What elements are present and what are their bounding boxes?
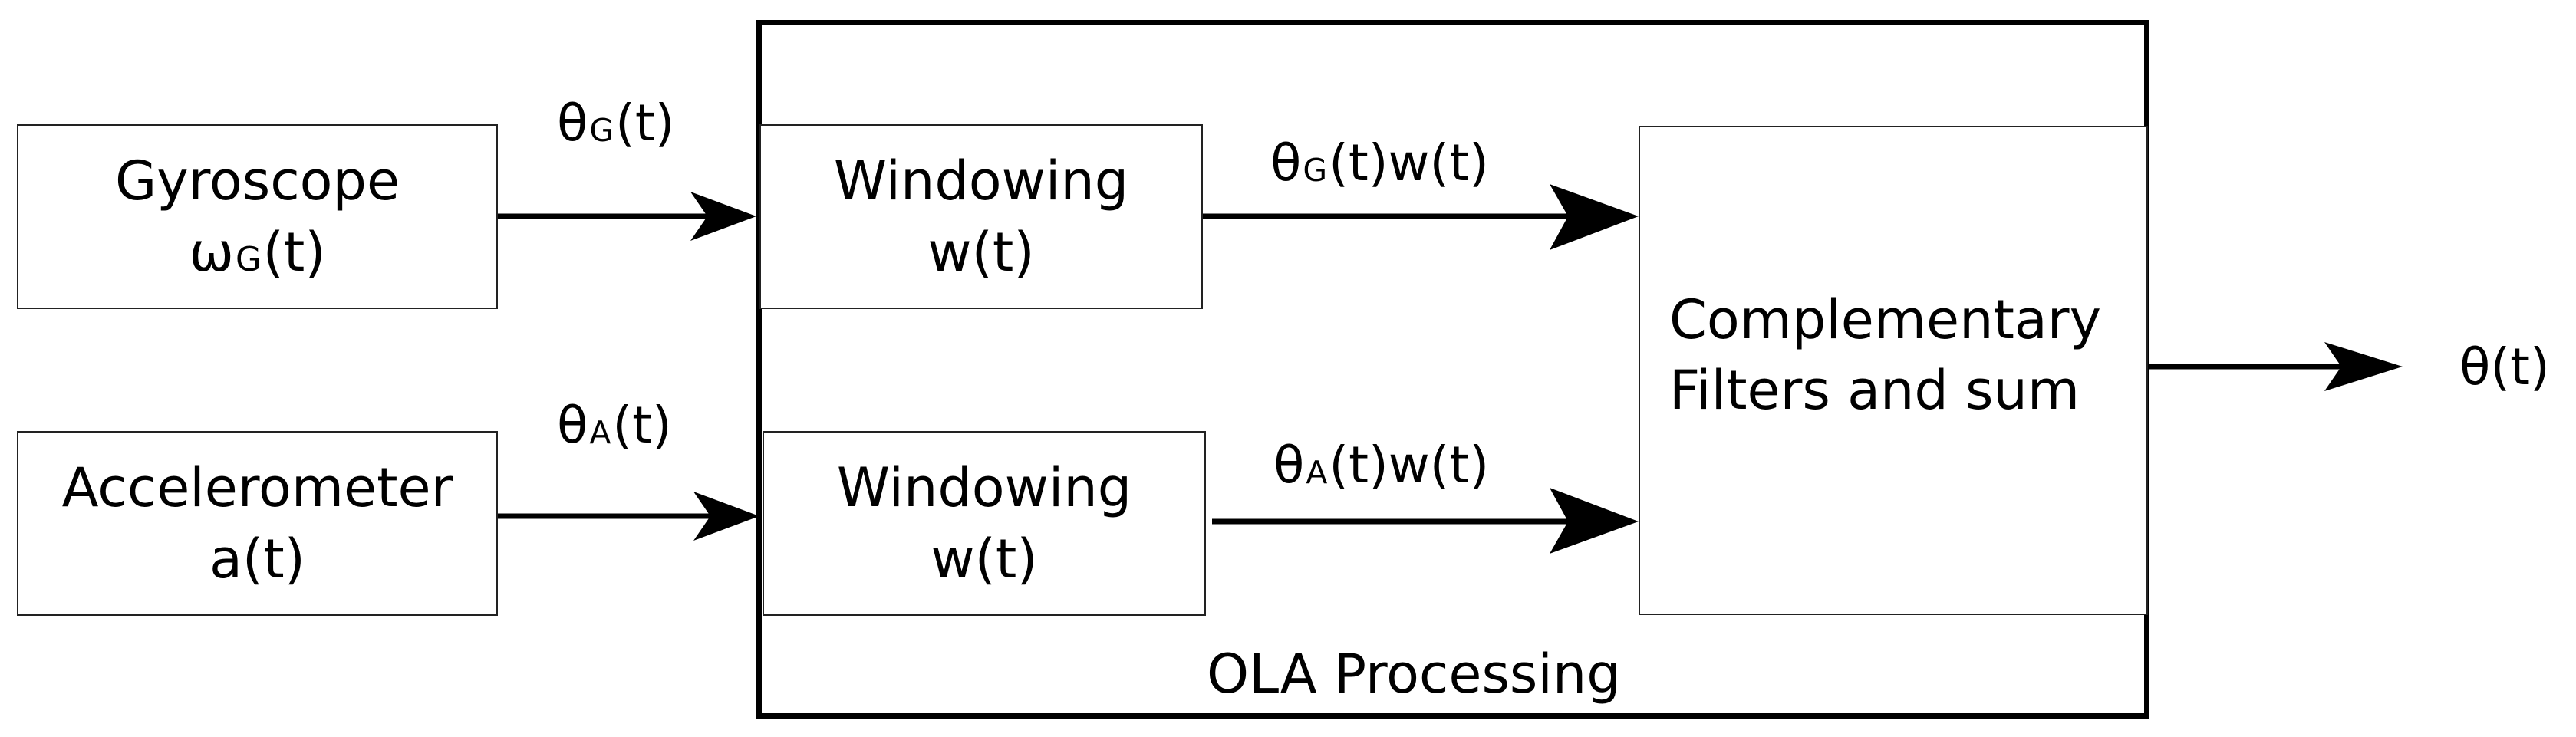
arrow-wintop-to-combiner-head	[1550, 184, 1639, 250]
windowing-bottom-title: Windowing	[836, 456, 1132, 520]
gyroscope-signal: ωG(t)	[189, 220, 326, 284]
gyroscope-box: Gyroscope ωG(t)	[17, 124, 498, 309]
arrow-output-head	[2324, 342, 2403, 391]
windowing-bottom-box: Windowing w(t)	[763, 431, 1206, 616]
accelerometer-title: Accelerometer	[61, 456, 453, 520]
label-theta-g: θG(t)	[557, 94, 675, 153]
complementary-filters-box: Complementary Filters and sum	[1639, 126, 2148, 615]
windowing-bottom-signal: w(t)	[931, 527, 1038, 591]
windowing-top-title: Windowing	[833, 150, 1129, 213]
windowing-top-box: Windowing w(t)	[759, 124, 1203, 309]
combiner-line2: Filters and sum	[1669, 359, 2080, 422]
label-output-theta: θ(t)	[2459, 337, 2550, 396]
arrow-gyro-to-window-head	[690, 192, 756, 241]
combiner-line1: Complementary	[1669, 288, 2102, 351]
accelerometer-signal: a(t)	[209, 527, 305, 591]
label-theta-a: θA(t)	[557, 396, 672, 455]
arrow-winbot-to-combiner-head	[1550, 488, 1639, 554]
gyroscope-title: Gyroscope	[114, 150, 400, 213]
accelerometer-box: Accelerometer a(t)	[17, 431, 498, 616]
label-theta-g-w: θG(t)w(t)	[1270, 133, 1489, 192]
ola-processing-label: OLA Processing	[1207, 643, 1621, 706]
arrow-accel-to-window-head	[693, 492, 759, 541]
windowing-top-signal: w(t)	[927, 220, 1035, 284]
label-theta-a-w: θA(t)w(t)	[1273, 436, 1490, 495]
